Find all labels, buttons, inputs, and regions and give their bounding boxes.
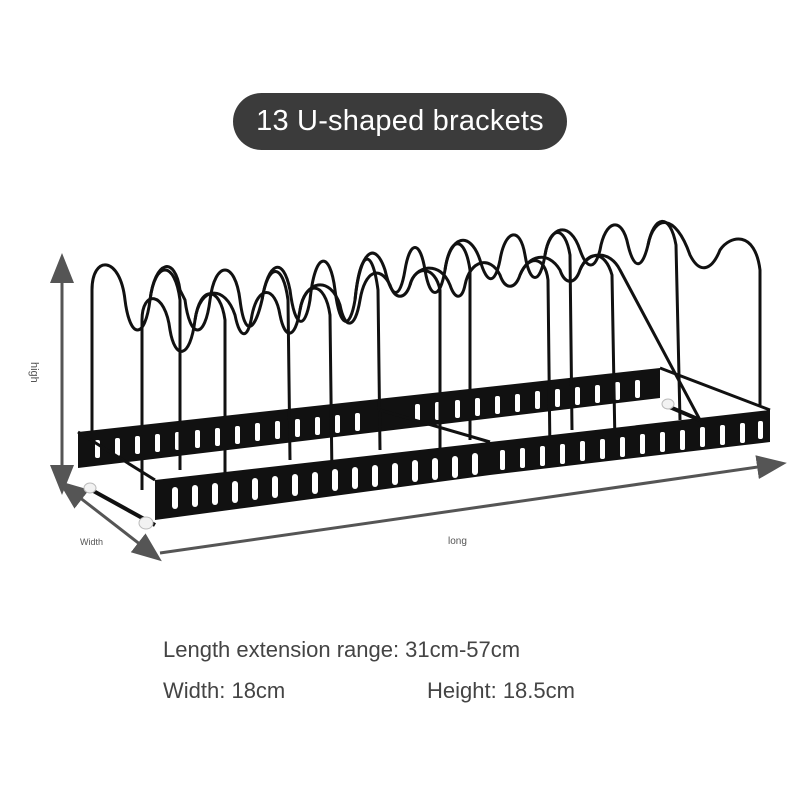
dimension-arrows	[50, 253, 787, 562]
width-label: Width	[80, 537, 104, 547]
rubber-feet	[83, 398, 675, 530]
length-spec: Length extension range: 31cm-57cm	[163, 637, 521, 662]
front-rail-slots	[172, 421, 763, 509]
wire-brackets	[90, 220, 762, 470]
high-label: high	[28, 362, 40, 383]
long-label: long	[448, 536, 467, 547]
height-spec: Height: 18.5cm	[427, 678, 575, 703]
title-badge: 13 U-shaped brackets	[233, 93, 567, 150]
width-spec: Width: 18cm	[163, 678, 286, 703]
back-rail-slots	[95, 380, 640, 458]
